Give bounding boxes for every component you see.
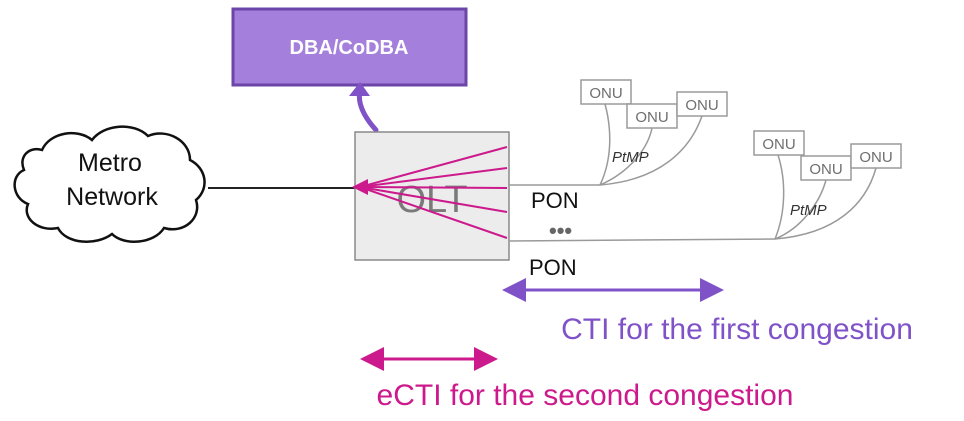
- olt-scheduling-lines: [359, 146, 508, 239]
- onu-label: ONU: [635, 109, 668, 126]
- onu-box: [850, 143, 902, 169]
- olt-convergence-arrowhead: [352, 179, 368, 195]
- ecti-label: eCTI for the second congestion: [377, 379, 794, 412]
- onu-box: [676, 91, 728, 117]
- ptmp-label: PtMP: [612, 149, 649, 166]
- onu-box: [580, 79, 632, 105]
- metro-label: Metro: [78, 149, 142, 177]
- onu-label: ONU: [762, 136, 795, 153]
- cti-label: CTI for the first congestion: [561, 313, 913, 346]
- olt-box: OLT: [354, 131, 510, 261]
- dba-feedback-arrowhead: [349, 82, 370, 96]
- dba-box: DBA/CoDBA: [231, 7, 468, 87]
- onu-label: ONU: [859, 149, 892, 166]
- onu-label: ONU: [809, 161, 842, 178]
- pon-fiber-2: [508, 238, 776, 242]
- onu-label: ONU: [589, 85, 622, 102]
- pon-label-2: PON: [529, 255, 577, 280]
- dba-label: DBA/CoDBA: [290, 37, 409, 59]
- onu-label: ONU: [685, 97, 718, 114]
- onu-group-1: ONU ONU ONU PtMP: [580, 79, 728, 186]
- onu-group-2: ONU ONU ONU PtMP: [753, 130, 902, 240]
- pon-ellipsis: •••: [549, 218, 572, 243]
- onu-box: [753, 130, 805, 156]
- ptmp-label: PtMP: [790, 202, 827, 219]
- network-label: Network: [66, 183, 158, 211]
- metro-network-cloud: Metro Network: [13, 125, 206, 243]
- pon-label-1: PON: [531, 188, 579, 213]
